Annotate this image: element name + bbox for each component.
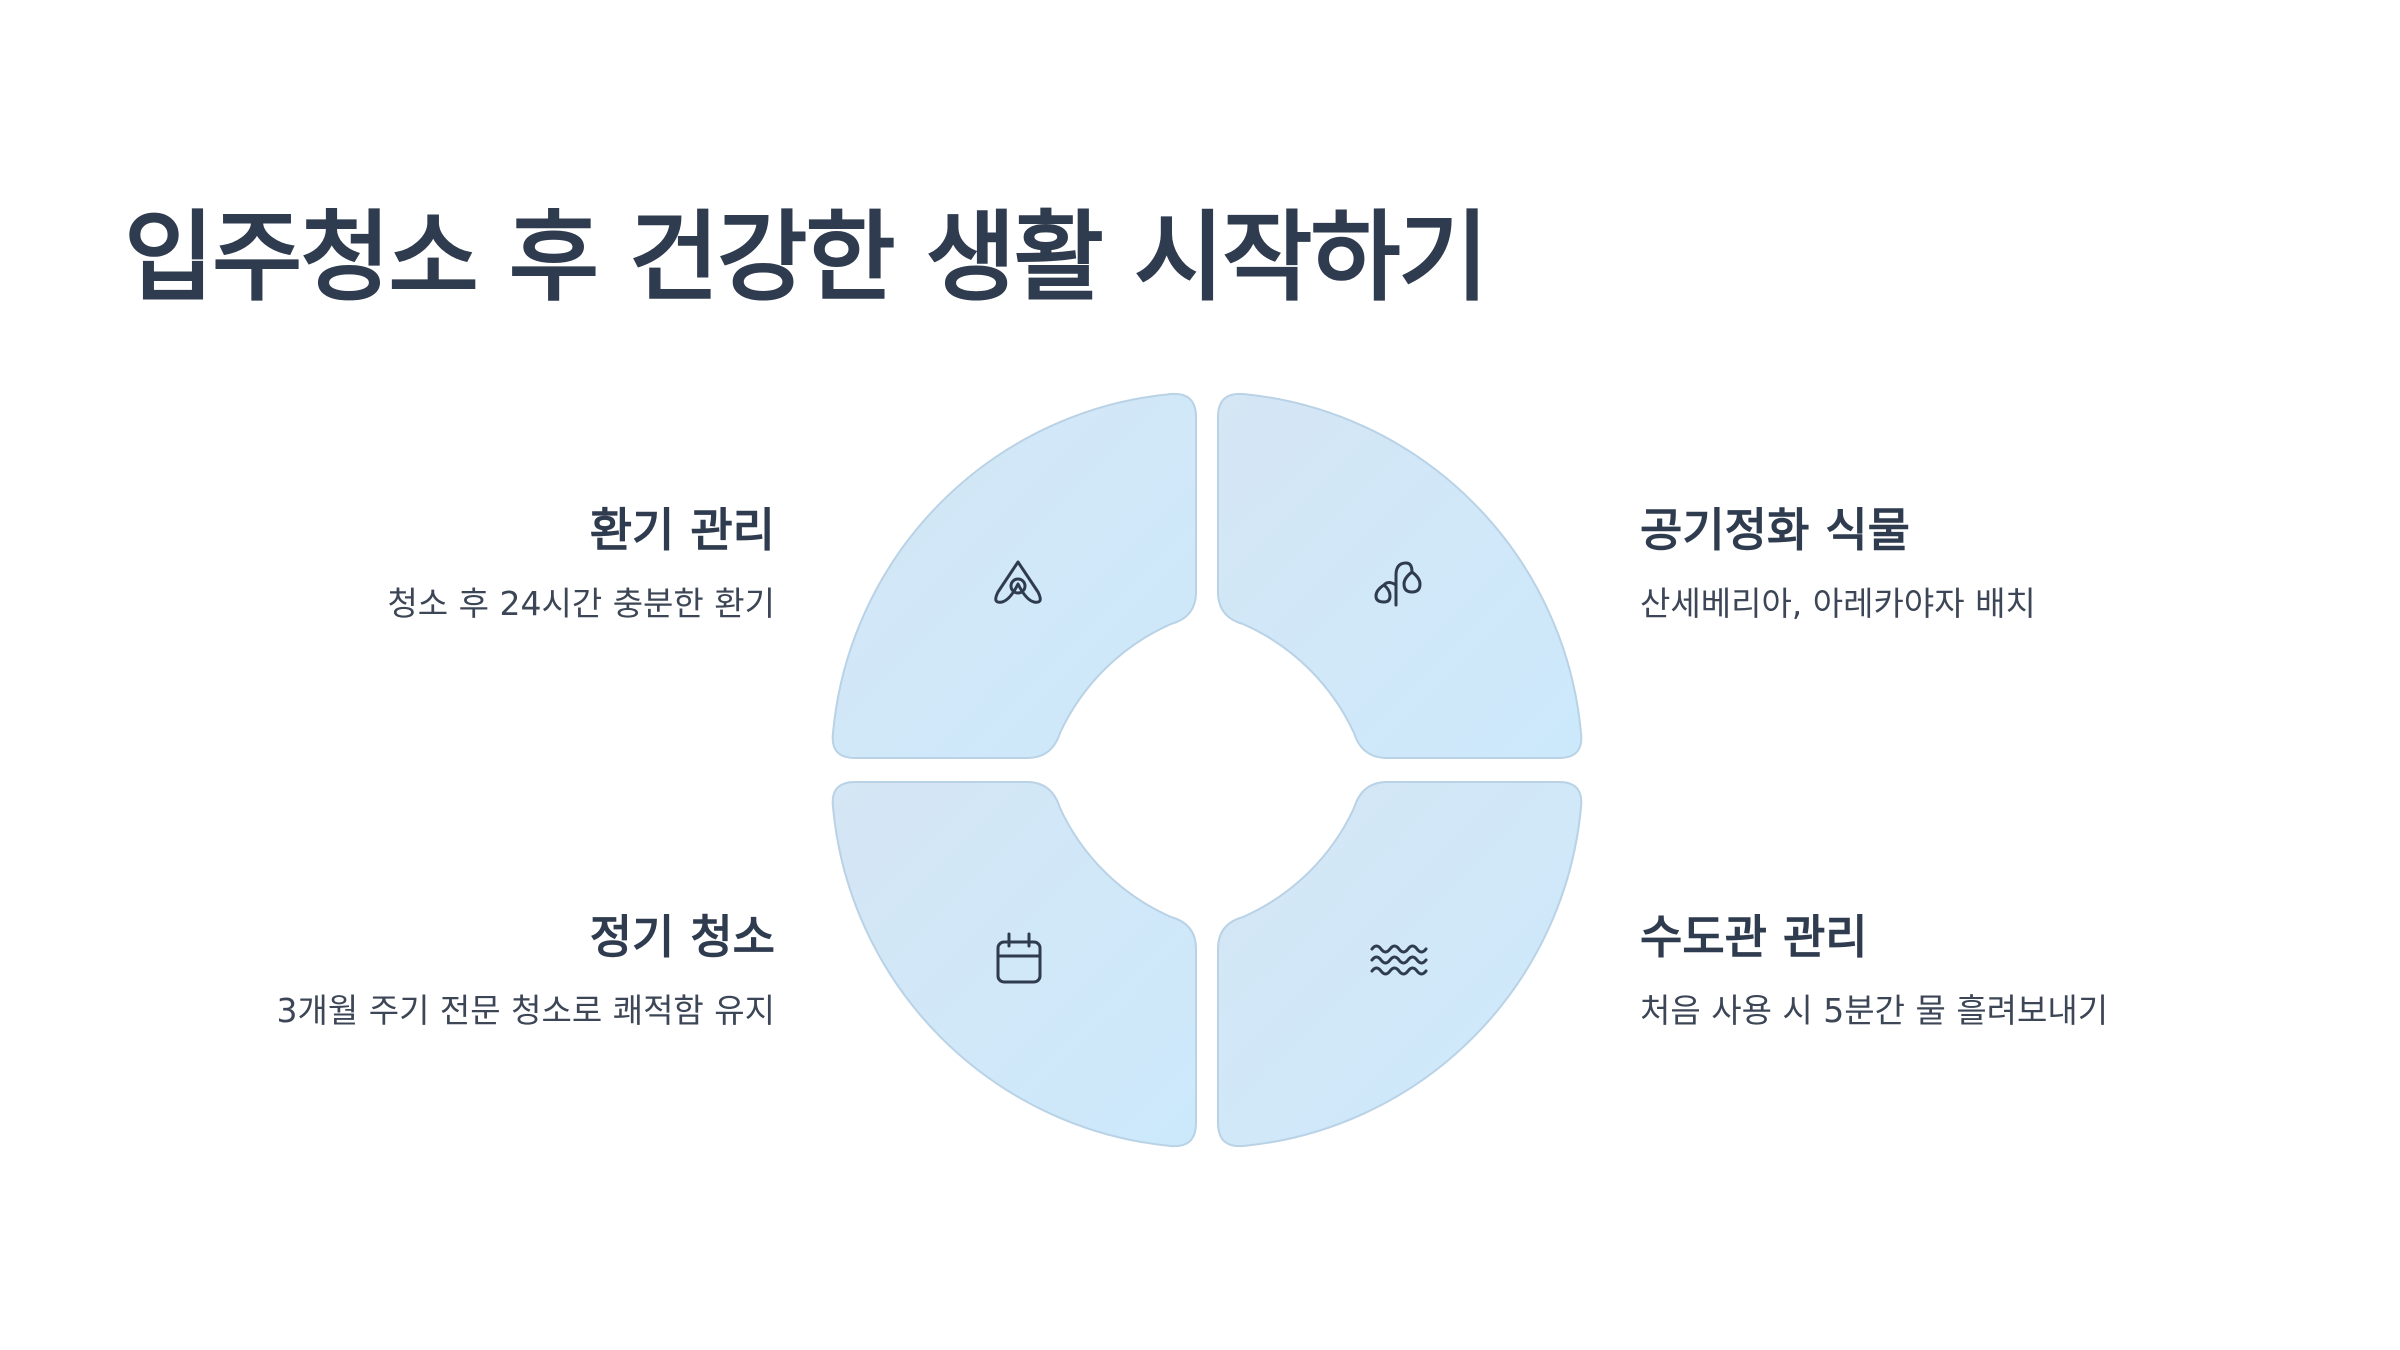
quadrant-top-right	[1217, 392, 1583, 759]
item-description: 처음 사용 시 5분간 물 흘려보내기	[1640, 991, 2109, 1031]
item-heading: 공기정화 식물	[1640, 503, 1910, 557]
item-description: 청소 후 24시간 충분한 환기	[387, 584, 775, 624]
plant-icon	[1374, 561, 1422, 607]
quadrant-bottom-left	[831, 781, 1197, 1148]
item-heading: 정기 청소	[589, 910, 775, 964]
item-air-purifying-plants: 공기정화 식물 산세베리아, 아레카야자 배치	[1640, 503, 2280, 624]
quadrant-top-left	[831, 392, 1197, 759]
calendar-icon	[996, 932, 1042, 984]
item-regular-cleaning: 정기 청소 3개월 주기 전문 청소로 쾌적함 유지	[135, 910, 775, 1031]
item-description: 산세베리아, 아레카야자 배치	[1640, 584, 2036, 624]
page-title: 입주청소 후 건강한 생활 시작하기	[124, 201, 1489, 315]
item-heading: 수도관 관리	[1640, 910, 1868, 964]
ventilation-icon	[994, 560, 1042, 604]
water-waves-icon	[1370, 944, 1428, 976]
quadrant-bottom-right	[1217, 781, 1583, 1148]
item-ventilation: 환기 관리 청소 후 24시간 충분한 환기	[135, 503, 775, 624]
item-description: 3개월 주기 전문 청소로 쾌적함 유지	[276, 991, 775, 1031]
item-heading: 환기 관리	[589, 503, 775, 557]
item-water-pipe-care: 수도관 관리 처음 사용 시 5분간 물 흘려보내기	[1640, 910, 2280, 1031]
